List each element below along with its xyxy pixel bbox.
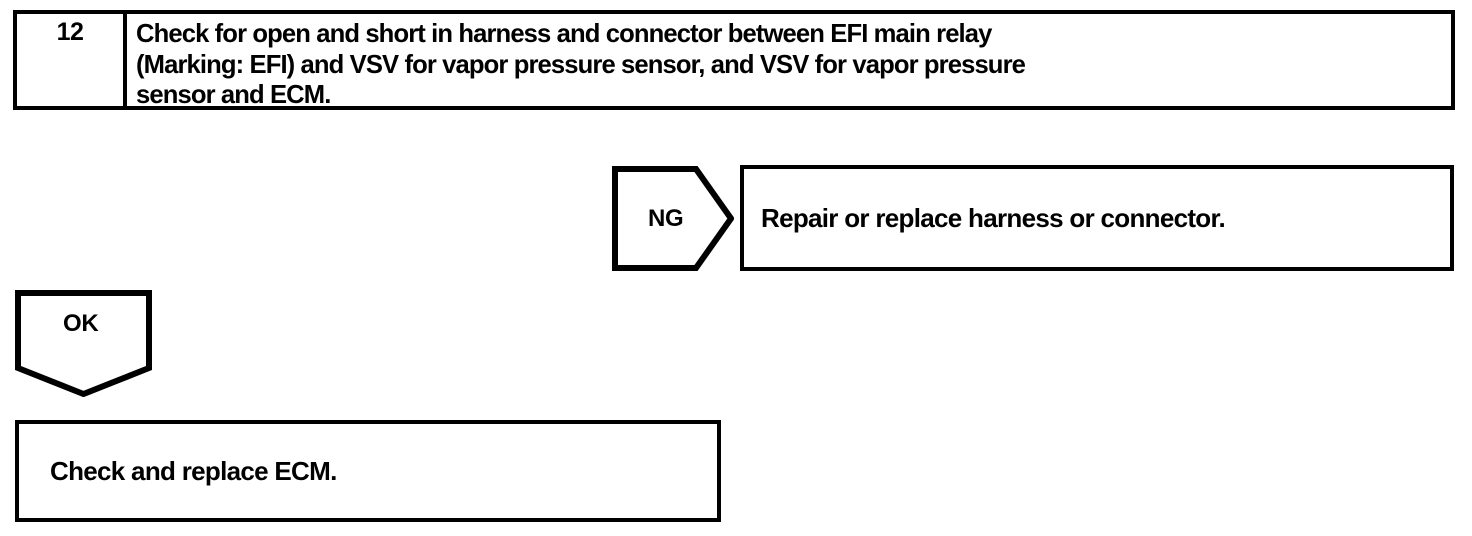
ng-branch-arrow: NG [612, 166, 734, 271]
ok-branch-arrow: OK [15, 290, 152, 397]
ng-branch-label: NG [648, 205, 684, 232]
ok-outcome-box: Check and replace ECM. [15, 420, 721, 522]
step-number: 12 [56, 18, 84, 46]
step-instruction-line-3: sensor and ECM. [136, 79, 331, 110]
step-header-table: 12 Check for open and short in harness a… [13, 10, 1455, 110]
step-instruction-cell: Check for open and short in harness and … [127, 14, 1451, 109]
step-instruction-line-1: Check for open and short in harness and … [136, 18, 992, 48]
ok-outcome-text: Check and replace ECM. [50, 455, 337, 486]
ng-arrow-shape [612, 166, 734, 271]
ng-outcome-text: Repair or replace harness or connector. [761, 202, 1226, 233]
ng-outcome-box: Repair or replace harness or connector. [740, 165, 1454, 271]
ok-arrow-shape [15, 290, 152, 397]
step-number-cell: 12 [17, 14, 127, 106]
step-instruction-line-2: (Marking: EFI) and VSV for vapor pressur… [136, 48, 1026, 79]
ok-branch-label: OK [63, 310, 99, 337]
